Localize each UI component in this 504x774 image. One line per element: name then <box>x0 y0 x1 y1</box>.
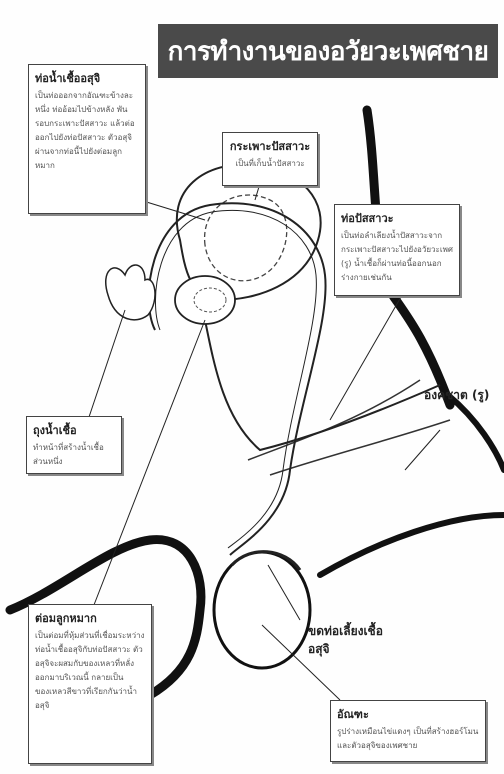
callout-bladder-title: กระเพาะปัสสาวะ <box>229 137 311 155</box>
callout-prostate: ต่อมลูกหมาก เป็นต่อมที่หุ้มส่วนที่เชื่อม… <box>28 604 152 764</box>
penis-outline-bottom <box>320 515 504 575</box>
callout-prostate-title: ต่อมลูกหมาก <box>35 609 145 627</box>
leader-penis <box>405 430 440 470</box>
page-title: การทำงานของอวัยวะเพศชาย <box>158 24 498 78</box>
callout-seminal-vesicle-title: ถุงน้ำเชื้อ <box>33 421 115 439</box>
leader-seminal-vesicle <box>88 310 125 420</box>
callout-testis: อัณฑะ รูปร่างเหมือนไข่แดงๆ เป็นที่สร้างฮ… <box>330 700 486 762</box>
callout-urethra-title: ท่อปัสสาวะ <box>341 209 453 227</box>
seminal-vesicle <box>106 265 155 320</box>
callout-bladder-text: เป็นที่เก็บน้ำปัสสาวะ <box>229 157 311 171</box>
callout-testis-title: อัณฑะ <box>337 705 479 723</box>
callout-seminal-vesicle-text: ทำหน้าที่สร้างน้ำเชื้อส่วนหนึ่ง <box>33 441 115 469</box>
callout-seminal-vesicle: ถุงน้ำเชื้อ ทำหน้าที่สร้างน้ำเชื้อส่วนหน… <box>26 416 122 474</box>
callout-vas-deferens: ท่อน้ำเชื้ออสุจิ เป็นท่อออกจากอัณฑะข้างล… <box>28 64 146 214</box>
label-epididymis: ขดท่อเลี้ยงเชื้ออสุจิ <box>308 622 394 658</box>
callout-vas-deferens-title: ท่อน้ำเชื้ออสุจิ <box>35 69 139 87</box>
callout-urethra: ท่อปัสสาวะ เป็นท่อลำเลียงน้ำปัสสาวะจากกร… <box>334 204 460 296</box>
label-penis: องคชาต (รู) <box>424 386 489 405</box>
callout-prostate-text: เป็นต่อมที่หุ้มส่วนที่เชื่อมระหว่างท่อน้… <box>35 629 145 713</box>
callout-testis-text: รูปร่างเหมือนไข่แดงๆ เป็นที่สร้างฮอร์โมน… <box>337 725 479 753</box>
testis <box>214 552 310 668</box>
callout-urethra-text: เป็นท่อลำเลียงน้ำปัสสาวะจากกระเพาะปัสสาว… <box>341 229 453 285</box>
callout-bladder: กระเพาะปัสสาวะ เป็นที่เก็บน้ำปัสสาวะ <box>222 132 318 186</box>
callout-vas-deferens-text: เป็นท่อออกจากอัณฑะข้างละหนึ่ง ท่ออ้อมไปข… <box>35 89 139 173</box>
leader-urethra <box>330 290 405 420</box>
penis-outline-top <box>448 395 504 470</box>
urethra <box>205 320 440 450</box>
